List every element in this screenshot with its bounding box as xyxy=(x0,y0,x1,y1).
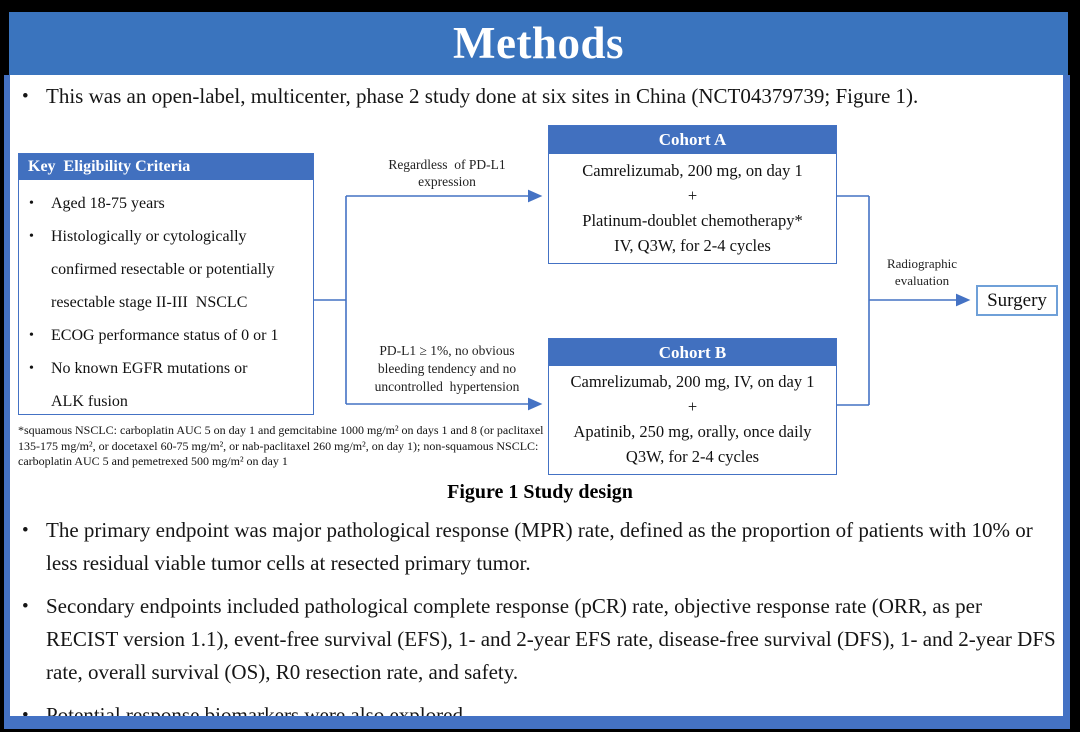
branch-label-pdl1-any: Regardless of PD-L1 expression xyxy=(388,157,506,189)
eligibility-item: • ECOG performance status of 0 or 1 xyxy=(29,319,307,352)
cohort-b-line: Q3W, for 2-4 cycles xyxy=(625,447,760,466)
cohort-b-line: + xyxy=(687,397,698,416)
primary-endpoint-text: The primary endpoint was major pathologi… xyxy=(46,518,1033,575)
figure-caption: Figure 1 Study design xyxy=(447,481,633,503)
eligibility-item-text: ECOG performance status of 0 or 1 xyxy=(51,327,279,344)
bullet-marker: • xyxy=(29,328,34,343)
endpoint-bullets: • The primary endpoint was major patholo… xyxy=(22,514,1058,732)
bullet-marker: • xyxy=(22,699,46,732)
bullet-marker: • xyxy=(29,196,34,211)
bullet-marker: • xyxy=(22,520,29,541)
cohort-a-line: Camrelizumab, 200 mg, on day 1 xyxy=(582,161,803,180)
radiographic-evaluation-label: Radiographic evaluation xyxy=(886,256,958,288)
cohort-a-body: Camrelizumab, 200 mg, on day 1 + Platinu… xyxy=(549,154,836,258)
cohort-a-line: + xyxy=(687,186,698,205)
bullet-marker: • xyxy=(29,361,34,376)
eligibility-header: Key Eligibility Criteria xyxy=(19,154,313,180)
surgery-label: Surgery xyxy=(987,290,1047,311)
intro-bullet: • This was an open-label, multicenter, p… xyxy=(22,80,1052,113)
eligibility-item-text: Histologically or cytologically confirme… xyxy=(51,228,275,311)
eligibility-list: • Aged 18-75 years • Histologically or c… xyxy=(19,180,313,418)
bottom-accent-bar xyxy=(4,716,1070,729)
cohort-b-header: Cohort B xyxy=(549,339,836,366)
secondary-endpoints-text: Secondary endpoints included pathologica… xyxy=(46,594,1056,684)
bullet-marker: • xyxy=(22,596,29,617)
cohort-a-box: Cohort A Camrelizumab, 200 mg, on day 1 … xyxy=(548,125,837,264)
cohort-a-line: Platinum-doublet chemotherapy* xyxy=(582,211,803,230)
branch-label-pdl1-positive: PD-L1 ≥ 1%, no obvious bleeding tendency… xyxy=(374,343,520,394)
eligibility-item: • No known EGFR mutations or ALK fusion xyxy=(29,352,307,418)
cohort-b-box: Cohort B Camrelizumab, 200 mg, IV, on da… xyxy=(548,338,837,475)
cohort-b-body: Camrelizumab, 200 mg, IV, on day 1 + Apa… xyxy=(549,366,836,469)
cohort-a-line: IV, Q3W, for 2-4 cycles xyxy=(614,236,771,255)
eligibility-item-text: No known EGFR mutations or ALK fusion xyxy=(51,360,248,410)
bullet-marker: • xyxy=(22,86,29,107)
eligibility-item: • Histologically or cytologically confir… xyxy=(29,220,307,319)
eligibility-item: • Aged 18-75 years xyxy=(29,187,307,220)
surgery-box: Surgery xyxy=(976,285,1058,316)
primary-endpoint-bullet: • The primary endpoint was major patholo… xyxy=(22,514,1058,580)
intro-text: This was an open-label, multicenter, pha… xyxy=(46,84,919,108)
secondary-endpoints-bullet: • Secondary endpoints included pathologi… xyxy=(22,590,1058,689)
eligibility-box: Key Eligibility Criteria • Aged 18-75 ye… xyxy=(18,153,314,415)
page-title: Methods xyxy=(453,18,624,68)
bullet-marker: • xyxy=(29,229,34,244)
eligibility-item-text: Aged 18-75 years xyxy=(51,195,165,212)
chemotherapy-footnote: *squamous NSCLC: carboplatin AUC 5 on da… xyxy=(18,423,544,468)
cohort-b-line: Camrelizumab, 200 mg, IV, on day 1 xyxy=(570,372,815,391)
cohort-a-header: Cohort A xyxy=(549,126,836,154)
title-banner: Methods xyxy=(9,12,1068,75)
cohort-b-line: Apatinib, 250 mg, orally, once daily xyxy=(573,422,812,441)
